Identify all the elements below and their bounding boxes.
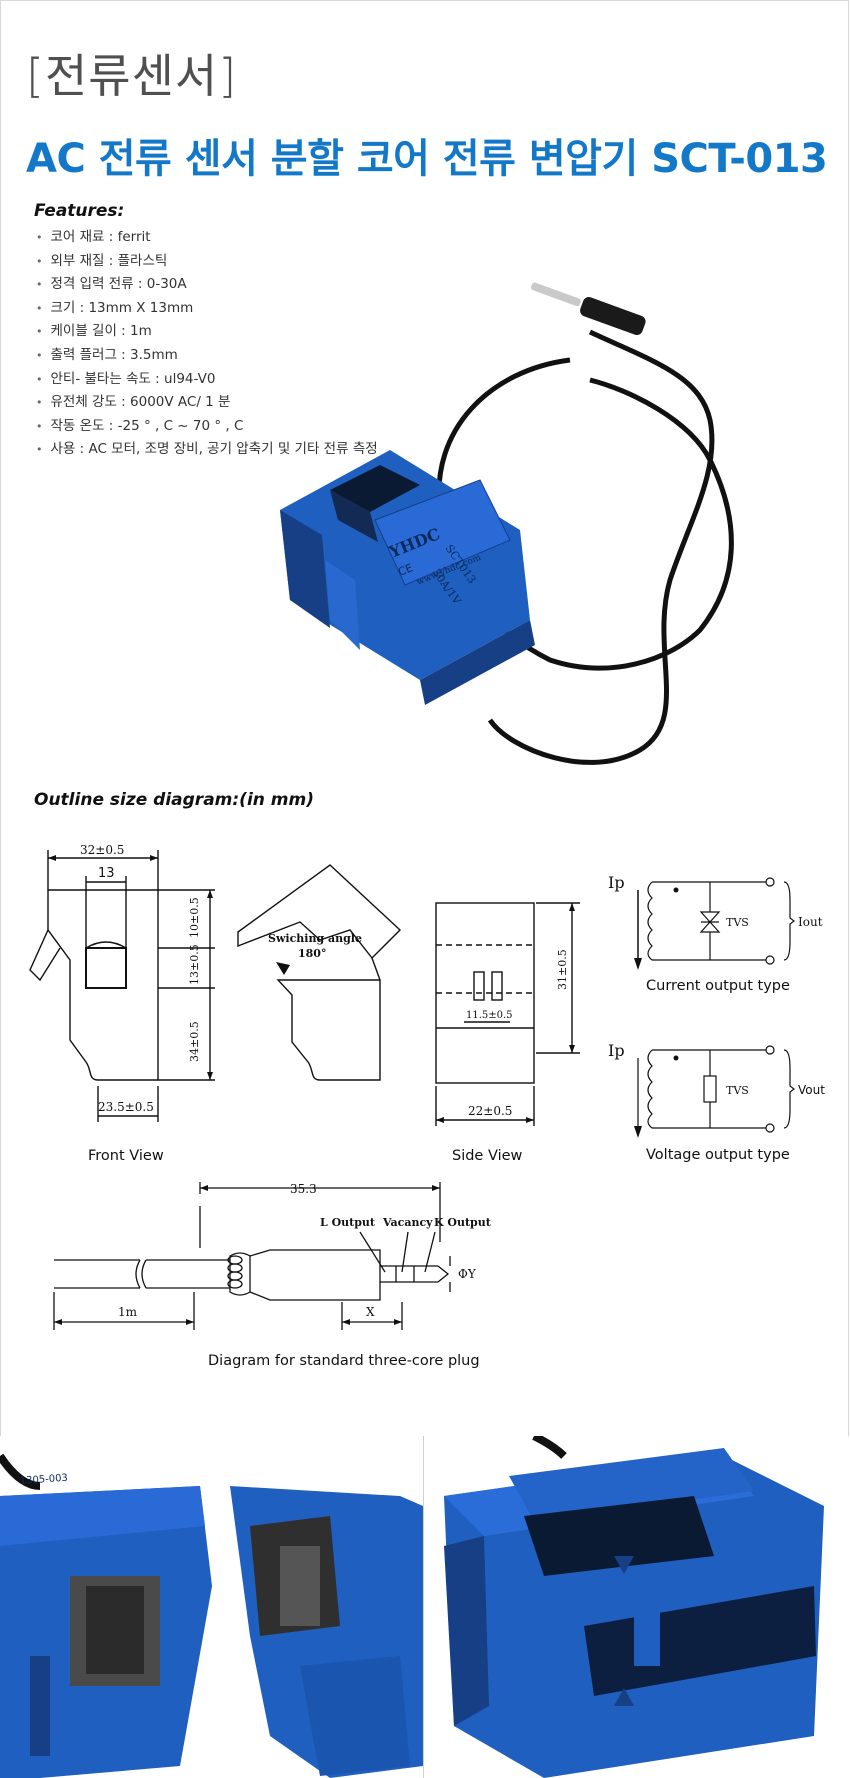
feature-item: 케이블 길이 : 1m <box>36 320 378 344</box>
sensor-body <box>280 450 535 705</box>
product-ce: CE <box>396 561 414 579</box>
plug-tip <box>530 282 581 307</box>
plug-label-k: K Output <box>434 1216 492 1229</box>
outline-heading: Outline size diagram:(in mm) <box>34 790 314 810</box>
circuit-diagrams: Ip TVS Iout Ip TVS Vout <box>608 873 825 1138</box>
front-view-window <box>85 947 127 989</box>
bracket-title: [전류센서] <box>26 49 238 103</box>
front-view-outline <box>47 889 159 1081</box>
plug-label-vacancy: Vacancy <box>382 1216 433 1229</box>
voltage-ip-label: Ip <box>608 1041 625 1060</box>
switching-view-body <box>276 979 381 1081</box>
plug-body <box>580 297 646 336</box>
side-dim-inner: 11.5±0.5 <box>466 1010 513 1021</box>
feature-item: 코어 재료 : ferrit <box>36 226 378 250</box>
front-dim-bottom: 23.5±0.5 <box>98 1100 154 1114</box>
switching-label: Swiching angle <box>268 932 362 945</box>
feature-item: 유전체 강도 : 6000V AC/ 1 분 <box>36 391 378 415</box>
side-dim-bottom: 22±0.5 <box>468 1104 512 1118</box>
outline-diagram: 32±0.5 13 10±0.5 13±0.5 34±0.5 23.5±0.5 … <box>29 843 580 1126</box>
feature-item: 작동 온도 : -25 ° , C ~ 70 ° , C <box>36 415 378 439</box>
feature-item: 정격 입력 전류 : 0-30A <box>36 273 378 297</box>
plug-dim-x: X <box>366 1305 375 1319</box>
switching-angle: 180° <box>298 947 326 960</box>
photo-separator <box>423 1436 424 1778</box>
current-out-label: Iout <box>798 915 823 929</box>
front-dim-right-bottom: 34±0.5 <box>188 1021 201 1062</box>
feature-item: 크기 : 13mm X 13mm <box>36 297 378 321</box>
feature-item: 외부 재질 : 플라스틱 <box>36 250 378 274</box>
photo-open-sensor: 1305-003 <box>0 1436 423 1778</box>
front-view-clip <box>29 929 61 982</box>
front-dim-inner: 13 <box>98 866 115 881</box>
plug-dim-phi: ΦY <box>458 1267 477 1281</box>
feature-item: 안티- 불타는 속도 : ul94-V0 <box>36 368 378 392</box>
cable <box>487 329 715 765</box>
voltage-out-label: Vout <box>798 1083 825 1097</box>
voltage-tvs-label: TVS <box>726 1084 749 1097</box>
front-view-caption: Front View <box>88 1148 164 1164</box>
feature-item: 출력 플러그 : 3.5mm <box>36 344 378 368</box>
current-output-caption: Current output type <box>646 978 790 994</box>
features-list: 코어 재료 : ferrit 외부 재질 : 플라스틱 정격 입력 전류 : 0… <box>36 226 378 462</box>
plug-label-l: L Output <box>320 1216 376 1229</box>
page-title: AC 전류 센서 분할 코어 전류 변압기 SCT-013 <box>26 136 828 182</box>
photo-closed-sensor <box>424 1436 850 1778</box>
cable-loop <box>436 357 734 671</box>
plug-diagram: 35.3 L Output Vacancy K Output ΦY X 1m <box>53 1182 492 1330</box>
photo-row: 1305-003 <box>0 1436 850 1778</box>
front-dim-right-mid: 13±0.5 <box>188 944 201 985</box>
plug-caption: Diagram for standard three-core plug <box>208 1353 480 1369</box>
switching-view-lid <box>237 864 402 960</box>
voltage-output-caption: Voltage output type <box>646 1147 790 1163</box>
side-dim-height: 31±0.5 <box>556 949 569 990</box>
current-ip-label: Ip <box>608 873 625 892</box>
features-heading: Features: <box>34 201 125 221</box>
plug-dim-length: 35.3 <box>290 1182 317 1196</box>
product-image: YHDC CE SCT013 30A/1V www.yhdc.com <box>280 282 734 765</box>
front-dim-right-top: 10±0.5 <box>188 897 201 938</box>
photo-label: 1305-003 <box>19 1473 68 1487</box>
front-dim-top: 32±0.5 <box>80 843 124 857</box>
plug-dim-cable: 1m <box>118 1305 138 1319</box>
feature-item: 사용 : AC 모터, 조명 장비, 공기 압축기 및 기타 전류 측정 <box>36 438 378 462</box>
side-view-caption: Side View <box>452 1148 523 1164</box>
current-tvs-label: TVS <box>726 916 749 929</box>
